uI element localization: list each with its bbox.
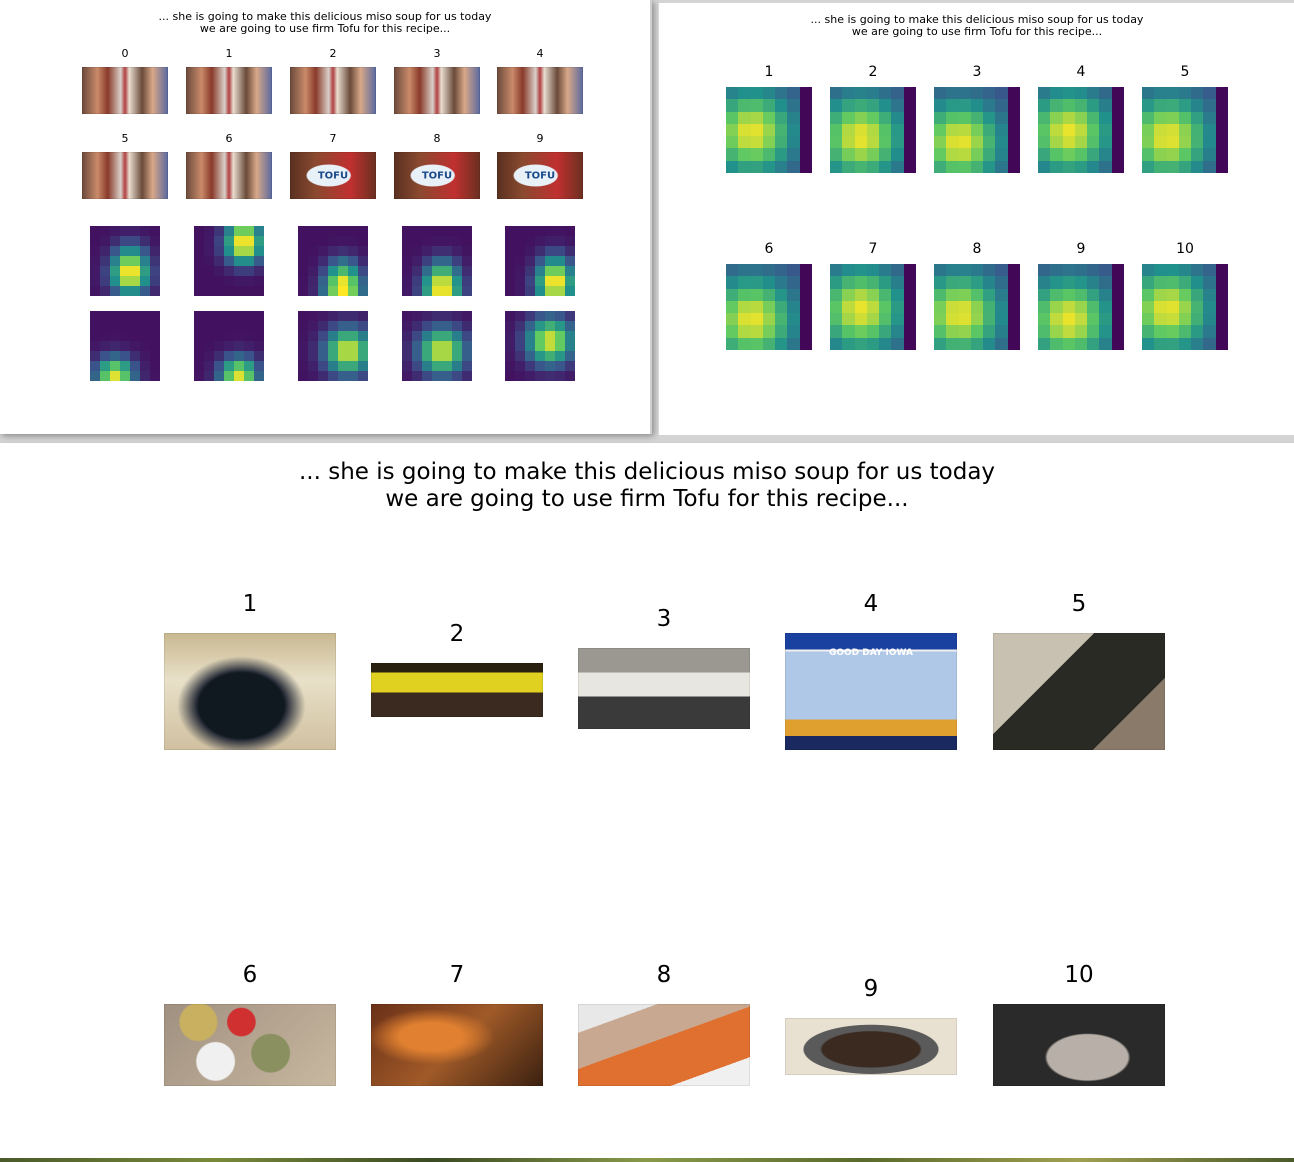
caption: ... she is going to make this delicious … xyxy=(0,459,1294,513)
retrieved-clip-9 xyxy=(785,1018,957,1075)
video-frame-8: TOFU xyxy=(394,152,480,199)
retrieved-clip-3 xyxy=(578,648,750,729)
retrieved-clip-5 xyxy=(993,633,1165,750)
heatmap-9 xyxy=(1038,264,1124,350)
heatmap-window[interactable]: ... she is going to make this delicious … xyxy=(658,3,1294,435)
retrieval-window[interactable]: ... she is going to make this delicious … xyxy=(0,442,1294,1158)
desktop-wallpaper-strip xyxy=(0,1157,1294,1162)
tofu-package-text: TOFU xyxy=(524,170,556,181)
caption-line-2: we are going to use firm Tofu for this r… xyxy=(385,486,909,513)
heatmap-7 xyxy=(830,264,916,350)
heatmap-label-1: 1 xyxy=(764,64,774,80)
heatmap-label-10: 10 xyxy=(1176,241,1194,257)
retrieved-clip-4: GOOD DAY IOWA xyxy=(785,633,957,750)
video-frame-2 xyxy=(290,67,376,114)
attention-map-5 xyxy=(90,311,160,381)
frame-label-8: 8 xyxy=(433,132,441,145)
retrieved-label-10: 10 xyxy=(1064,962,1094,988)
heatmap-3 xyxy=(934,87,1020,173)
retrieved-label-6: 6 xyxy=(242,962,258,988)
caption-line-2: we are going to use firm Tofu for this r… xyxy=(199,22,451,36)
retrieved-label-5: 5 xyxy=(1071,591,1087,617)
video-frame-7: TOFU xyxy=(290,152,376,199)
tofu-package-text: TOFU xyxy=(317,170,349,181)
retrieved-label-1: 1 xyxy=(242,591,258,617)
retrieved-clip-10 xyxy=(993,1004,1165,1086)
caption-line-1: ... she is going to make this delicious … xyxy=(158,10,492,23)
caption: ... she is going to make this delicious … xyxy=(0,10,650,36)
retrieved-clip-7 xyxy=(371,1004,543,1086)
heatmap-label-5: 5 xyxy=(1180,64,1190,80)
retrieved-label-8: 8 xyxy=(656,962,672,988)
attention-map-9 xyxy=(505,311,575,381)
retrieved-label-3: 3 xyxy=(656,606,672,632)
heatmap-4 xyxy=(1038,87,1124,173)
retrieved-label-2: 2 xyxy=(449,621,465,647)
attention-map-2 xyxy=(298,226,368,296)
caption: ... she is going to make this delicious … xyxy=(659,13,1294,39)
retrieved-label-9: 9 xyxy=(863,976,879,1002)
heatmap-5 xyxy=(1142,87,1228,173)
attention-window-small[interactable]: ... she is going to make this delicious … xyxy=(0,0,652,434)
retrieved-label-7: 7 xyxy=(449,962,465,988)
heatmap-10 xyxy=(1142,264,1228,350)
attention-map-3 xyxy=(402,226,472,296)
caption-line-1: ... she is going to make this delicious … xyxy=(298,459,996,485)
retrieved-clip-6 xyxy=(164,1004,336,1086)
video-frame-4 xyxy=(497,67,583,114)
frame-label-6: 6 xyxy=(225,132,233,145)
frame-label-2: 2 xyxy=(329,47,337,60)
retrieved-clip-1 xyxy=(164,633,336,750)
heatmap-1 xyxy=(726,87,812,173)
heatmap-label-4: 4 xyxy=(1076,64,1086,80)
video-frame-0 xyxy=(82,67,168,114)
caption-line-1: ... she is going to make this delicious … xyxy=(810,13,1144,26)
heatmap-label-2: 2 xyxy=(868,64,878,80)
video-frame-1 xyxy=(186,67,272,114)
frame-label-3: 3 xyxy=(433,47,441,60)
heatmap-8 xyxy=(934,264,1020,350)
frame-label-5: 5 xyxy=(121,132,129,145)
attention-map-8 xyxy=(402,311,472,381)
tofu-package-text: TOFU xyxy=(421,170,453,181)
video-frame-6 xyxy=(186,152,272,199)
retrieved-label-4: 4 xyxy=(863,591,879,617)
frame-label-0: 0 xyxy=(121,47,129,60)
video-frame-5 xyxy=(82,152,168,199)
attention-map-0 xyxy=(90,226,160,296)
heatmap-2 xyxy=(830,87,916,173)
heatmap-label-8: 8 xyxy=(972,241,982,257)
video-frame-3 xyxy=(394,67,480,114)
heatmap-6 xyxy=(726,264,812,350)
attention-map-6 xyxy=(194,311,264,381)
heatmap-label-3: 3 xyxy=(972,64,982,80)
heatmap-label-7: 7 xyxy=(868,241,878,257)
retrieved-clip-8 xyxy=(578,1004,750,1086)
attention-map-7 xyxy=(298,311,368,381)
frame-label-1: 1 xyxy=(225,47,233,60)
video-frame-9: TOFU xyxy=(497,152,583,199)
retrieved-clip-2 xyxy=(371,663,543,717)
caption-line-2: we are going to use firm Tofu for this r… xyxy=(851,25,1103,39)
attention-map-1 xyxy=(194,226,264,296)
frame-label-4: 4 xyxy=(536,47,544,60)
tv-banner-text: GOOD DAY IOWA xyxy=(828,648,914,658)
attention-map-4 xyxy=(505,226,575,296)
frame-label-7: 7 xyxy=(329,132,337,145)
heatmap-label-6: 6 xyxy=(764,241,774,257)
frame-label-9: 9 xyxy=(536,132,544,145)
heatmap-label-9: 9 xyxy=(1076,241,1086,257)
